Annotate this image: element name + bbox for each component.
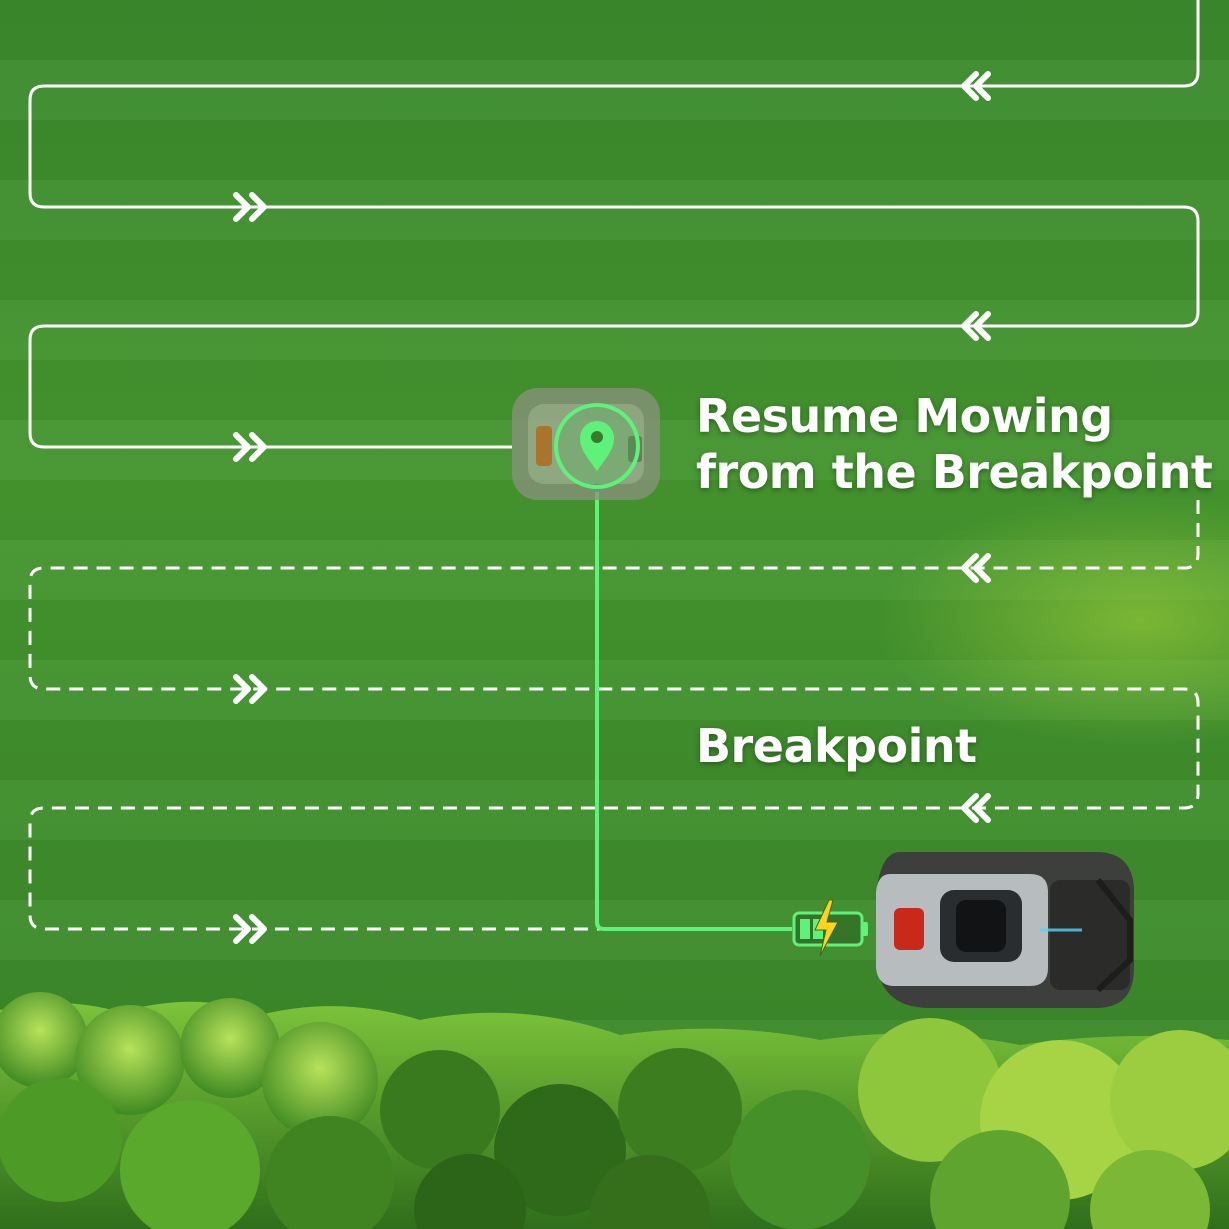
direction-chevrons [233,71,991,944]
chevron-double-icon [233,674,267,704]
mowed-path-solid [28,0,1200,449]
chevron-double-icon [233,914,267,944]
headline-line-2: from the Breakpoint [696,445,1213,499]
robot-mower [876,852,1134,1008]
chevron-double-icon [961,793,991,823]
breakpoint-marker [554,403,640,489]
chevron-double-icon [961,553,991,583]
chevron-double-icon [233,432,267,462]
headline: Resume Mowing from the Breakpoint [696,388,1213,500]
chevron-double-icon [961,71,991,101]
chevron-double-icon [961,311,991,341]
return-route-line [595,492,792,931]
hedge [0,992,1229,1229]
breakpoint-label: Breakpoint [696,719,977,773]
chevron-double-icon [233,192,267,222]
battery-charging-icon [792,899,868,957]
map-pin-icon [580,421,614,471]
headline-line-1: Resume Mowing [696,389,1113,443]
